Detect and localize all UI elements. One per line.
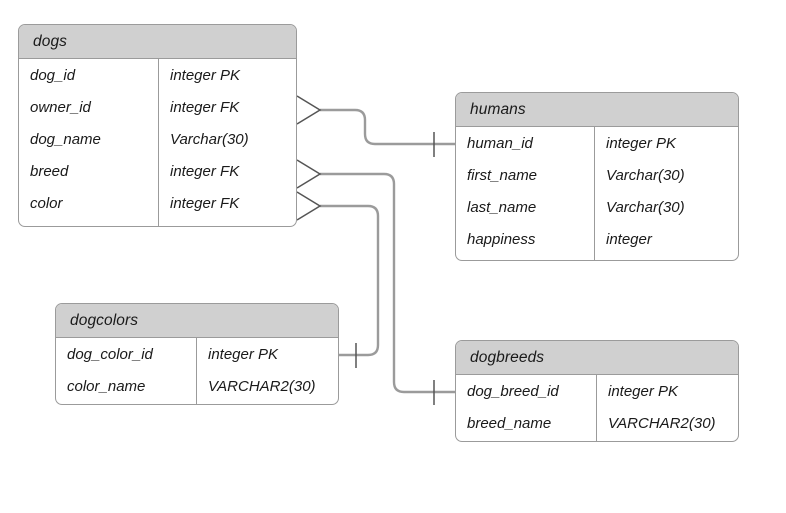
entity-dogs-header: dogs: [19, 25, 296, 59]
column-name: color_name: [67, 377, 146, 395]
column-type: integer PK: [608, 382, 679, 400]
column-name: breed: [30, 162, 69, 180]
column-name: first_name: [467, 166, 538, 184]
entity-dogbreeds[interactable]: dogbreeds dog_breed_id breed_name intege…: [455, 340, 739, 442]
column-name: dog_color_id: [67, 345, 153, 363]
entity-dogs[interactable]: dogs dog_id owner_id dog_name breed colo…: [18, 24, 297, 227]
entity-humans-title: humans: [470, 100, 526, 118]
entity-dogs-column-types: integer PK integer FK Varchar(30) intege…: [159, 59, 296, 226]
entity-humans-body: human_id first_name last_name happiness …: [456, 127, 738, 260]
column-type: integer PK: [170, 66, 241, 84]
column-type: integer: [606, 230, 652, 248]
entity-dogcolors-header: dogcolors: [56, 304, 338, 338]
entity-humans[interactable]: humans human_id first_name last_name hap…: [455, 92, 739, 261]
crowsfoot-many-color: [296, 191, 322, 221]
entity-humans-header: humans: [456, 93, 738, 127]
column-type: integer FK: [170, 98, 240, 116]
edge-dogs-owner_id-humans-human_id: [320, 108, 456, 146]
entity-dogs-body: dog_id owner_id dog_name breed color int…: [19, 59, 296, 226]
column-type: VARCHAR2(30): [608, 414, 716, 432]
column-type: Varchar(30): [606, 166, 685, 184]
column-name: dog_name: [30, 130, 101, 148]
column-type: integer PK: [208, 345, 279, 363]
column-type: Varchar(30): [170, 130, 249, 148]
entity-dogbreeds-header: dogbreeds: [456, 341, 738, 375]
entity-dogcolors-title: dogcolors: [70, 311, 139, 329]
column-name: breed_name: [467, 414, 552, 432]
column-name: color: [30, 194, 63, 212]
column-name: owner_id: [30, 98, 91, 116]
entity-dogbreeds-column-types: integer PK VARCHAR2(30): [597, 375, 738, 441]
entity-dogs-column-names: dog_id owner_id dog_name breed color: [19, 59, 159, 226]
entity-dogbreeds-column-names: dog_breed_id breed_name: [456, 375, 597, 441]
entity-dogs-title: dogs: [33, 32, 68, 50]
column-type: integer FK: [170, 194, 240, 212]
column-name: dog_id: [30, 66, 76, 84]
entity-humans-column-types: integer PK Varchar(30) Varchar(30) integ…: [595, 127, 738, 260]
column-name: dog_breed_id: [467, 382, 559, 400]
entity-dogcolors-body: dog_color_id color_name integer PK VARCH…: [56, 338, 338, 404]
column-name: last_name: [467, 198, 537, 216]
crowsfoot-many-owner_id: [296, 95, 322, 125]
column-type: Varchar(30): [606, 198, 685, 216]
column-name: human_id: [467, 134, 533, 152]
column-type: VARCHAR2(30): [208, 377, 316, 395]
entity-dogbreeds-body: dog_breed_id breed_name integer PK VARCH…: [456, 375, 738, 441]
entity-dogcolors[interactable]: dogcolors dog_color_id color_name intege…: [55, 303, 339, 405]
entity-dogbreeds-title: dogbreeds: [470, 348, 545, 366]
column-type: integer PK: [606, 134, 677, 152]
column-name: happiness: [467, 230, 536, 248]
entity-dogcolors-column-types: integer PK VARCHAR2(30): [197, 338, 338, 404]
entity-humans-column-names: human_id first_name last_name happiness: [456, 127, 595, 260]
edge-dogs-breed-dogbreeds-dog_breed_id: [320, 172, 456, 394]
entity-dogcolors-column-names: dog_color_id color_name: [56, 338, 197, 404]
column-type: integer FK: [170, 162, 240, 180]
crowsfoot-many-breed: [296, 159, 322, 189]
